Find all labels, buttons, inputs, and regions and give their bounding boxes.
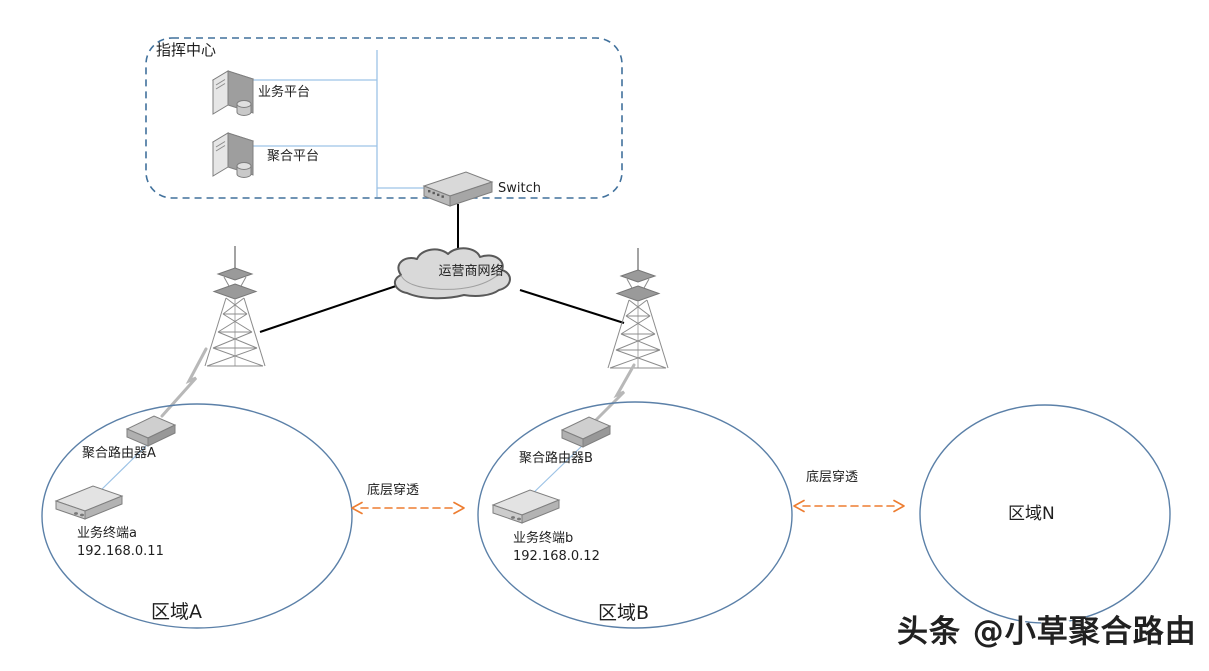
aggregation-platform-server-icon	[212, 132, 254, 178]
area-n-name: 区域N	[1008, 504, 1055, 524]
terminal-b-label-block: 业务终端b 192.168.0.12	[513, 530, 600, 565]
area-a-ellipse	[41, 403, 353, 629]
business-terminal-a-icon	[55, 485, 123, 520]
tunnel-a-b-label: 底层穿透	[367, 483, 420, 498]
router-a-label: 聚合路由器A	[82, 446, 156, 461]
area-n-ellipse	[919, 404, 1171, 624]
area-b-name: 区域B	[598, 602, 650, 624]
business-terminal-b-icon	[492, 489, 560, 524]
router-b-label: 聚合路由器B	[519, 451, 593, 466]
command-center-links	[250, 50, 430, 197]
left-radio-tower-icon	[204, 245, 266, 367]
terminal-a-ip: 192.168.0.11	[77, 543, 164, 559]
carrier-network-label: 运营商网络	[438, 264, 504, 279]
right-radio-tower-icon	[607, 247, 669, 369]
switch-label: Switch	[498, 181, 541, 196]
command-center-boundary	[145, 37, 623, 199]
area-b-lan-link-line	[527, 443, 585, 499]
cloud-to-right-tower-line	[519, 289, 625, 324]
business-platform-server-icon	[212, 70, 254, 116]
terminal-b-ip: 192.168.0.12	[513, 548, 600, 564]
business-platform-label: 业务平台	[258, 85, 311, 100]
carrier-network-cloud-icon	[393, 247, 511, 300]
aggregation-router-a-icon	[126, 415, 176, 447]
command-center-title: 指挥中心	[156, 41, 217, 59]
area-a-lan-link-line	[96, 443, 149, 495]
tunnel-arrow-b-n	[793, 499, 905, 513]
left-wireless-lightning-icon	[160, 347, 208, 418]
area-a-name: 区域A	[151, 601, 202, 623]
terminal-b-label: 业务终端b	[513, 531, 574, 546]
area-b-ellipse	[477, 401, 793, 629]
switch-icon	[423, 171, 493, 207]
watermark-text: 头条 @小草聚合路由	[897, 614, 1197, 650]
cloud-to-left-tower-line	[259, 285, 397, 333]
aggregation-platform-label: 聚合平台	[267, 149, 320, 164]
terminal-a-label: 业务终端a	[77, 526, 137, 541]
terminal-a-label-block: 业务终端a 192.168.0.11	[77, 525, 164, 560]
tunnel-arrow-a-b	[351, 501, 465, 515]
aggregation-router-b-icon	[561, 416, 611, 448]
tunnel-b-n-label: 底层穿透	[806, 470, 859, 485]
right-wireless-lightning-icon	[590, 363, 636, 426]
